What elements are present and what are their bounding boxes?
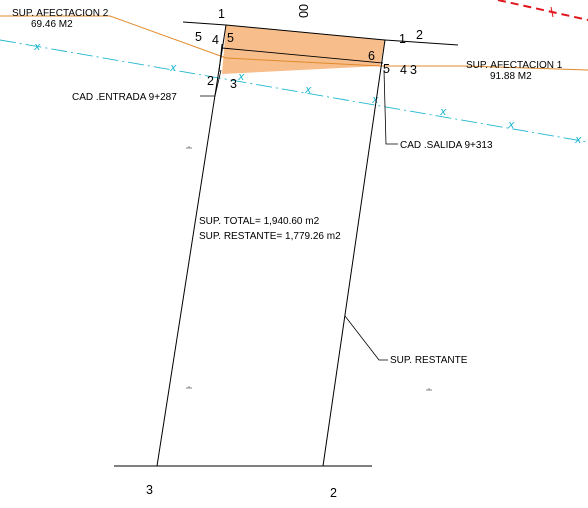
axis-marker: x (304, 83, 312, 96)
top-cut-number: 00 (296, 4, 310, 18)
vertex-label: 2 (330, 486, 337, 500)
cad-entrada-label: CAD .ENTRADA 9+287 (72, 92, 177, 103)
lot-left-side-inner (218, 43, 223, 73)
axis-marker: x (33, 40, 41, 53)
vertex-label: 2 (416, 28, 423, 42)
axis-markers: x x x x x x x x (33, 40, 582, 146)
axis-marker: x (169, 61, 177, 74)
axis-marker: x (574, 133, 582, 146)
vertex-label: 5 (195, 30, 202, 44)
top-boundary-line (384, 39, 459, 46)
vertex-label: 1 (218, 7, 225, 21)
vertex-label: 6 (368, 49, 375, 63)
sup-restante-leader (344, 315, 388, 361)
vertex-label: 5 (227, 31, 234, 45)
cad-salida-leader (383, 69, 398, 145)
afectacion-1-area: 91.88 M2 (490, 71, 532, 82)
vertex-labels: 1 1 2 5 4 5 2 3 6 5 4 3 3 2 (146, 7, 423, 500)
tick-markers (186, 146, 432, 391)
sup-restante-summary: SUP. RESTANTE= 1,779.26 m2 (199, 231, 341, 242)
red-dashed-boundary (497, 0, 588, 21)
afectacion-2-title: SUP. AFECTACION 2 (12, 8, 109, 19)
vertex-label: 1 (399, 32, 406, 46)
vertex-label: 2 (207, 74, 214, 88)
top-boundary-line (182, 21, 227, 26)
top-boundary-line (225, 24, 386, 41)
axis-marker: x (237, 70, 245, 83)
sup-total-label: SUP. TOTAL= 1,940.60 m2 (199, 216, 320, 227)
vertex-label: 3 (230, 77, 237, 91)
vertex-label: 3 (146, 483, 153, 497)
lot-left-side (156, 24, 227, 467)
cad-entrada-leader (200, 69, 222, 97)
road-edge-line (0, 15, 588, 71)
axis-marker: x (371, 93, 379, 106)
axis-marker: x (507, 118, 515, 131)
vertex-label: 4 (212, 33, 219, 47)
affected-area-fill (222, 25, 385, 74)
road-axis-line (0, 39, 588, 143)
affected-diagonal (221, 47, 384, 64)
vertex-label: 3 (410, 63, 417, 77)
afectacion-2-area: 69.46 M2 (31, 19, 73, 30)
sup-restante-label: SUP. RESTANTE (390, 355, 468, 366)
red-boundary-tick (550, 6, 554, 18)
afectacion-1-title: SUP. AFECTACION 1 (466, 60, 563, 71)
lot-right-side (322, 39, 386, 467)
axis-marker: x (439, 105, 447, 118)
vertex-label: 5 (383, 62, 390, 76)
vertex-label: 4 (400, 63, 407, 77)
cad-salida-label: CAD .SALIDA 9+313 (400, 140, 493, 151)
